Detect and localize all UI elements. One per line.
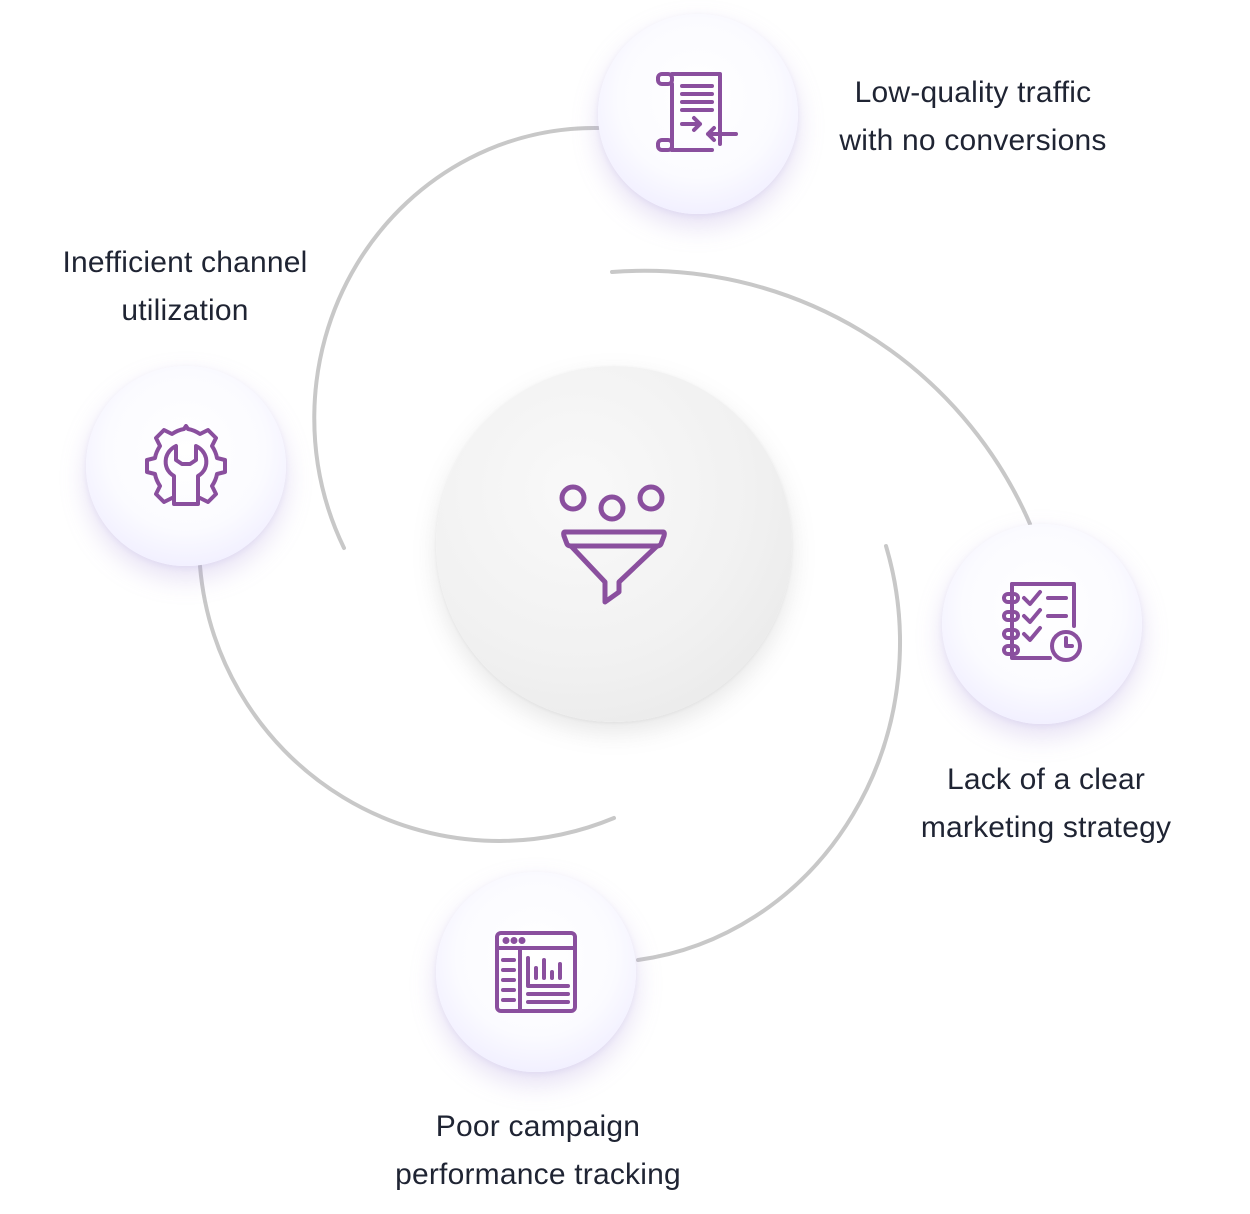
label-line: utilization (121, 294, 249, 327)
gear-wrench-icon (144, 424, 228, 508)
arc-bottom-left (198, 564, 616, 843)
node-inefficient-channel (86, 366, 286, 566)
center-node (436, 366, 792, 722)
node-marketing-strategy (942, 524, 1142, 724)
label-line: Low-quality traffic (854, 76, 1092, 109)
label-line: with no conversions (839, 124, 1107, 157)
arc-bottom-right (636, 544, 902, 962)
label-line: Inefficient channel (62, 246, 308, 279)
label-low-quality-traffic: Low-quality traffic with no conversions (808, 69, 1138, 165)
document-exchange-icon (656, 72, 740, 156)
funnel-icon (559, 482, 669, 606)
label-marketing-strategy: Lack of a clear marketing strategy (886, 756, 1206, 852)
label-line: performance tracking (395, 1158, 681, 1191)
arc-top-right (610, 268, 1032, 526)
label-line: Lack of a clear (946, 763, 1146, 796)
node-campaign-tracking (436, 872, 636, 1072)
arc-top-left (312, 125, 600, 550)
label-campaign-tracking: Poor campaign performance tracking (368, 1103, 708, 1199)
analytics-window-icon (494, 930, 578, 1014)
node-low-quality-traffic (598, 14, 798, 214)
label-line: Poor campaign (435, 1110, 641, 1143)
label-line: marketing strategy (920, 811, 1172, 844)
checklist-clock-icon (1000, 582, 1084, 666)
label-inefficient-channel: Inefficient channel utilization (30, 239, 340, 335)
